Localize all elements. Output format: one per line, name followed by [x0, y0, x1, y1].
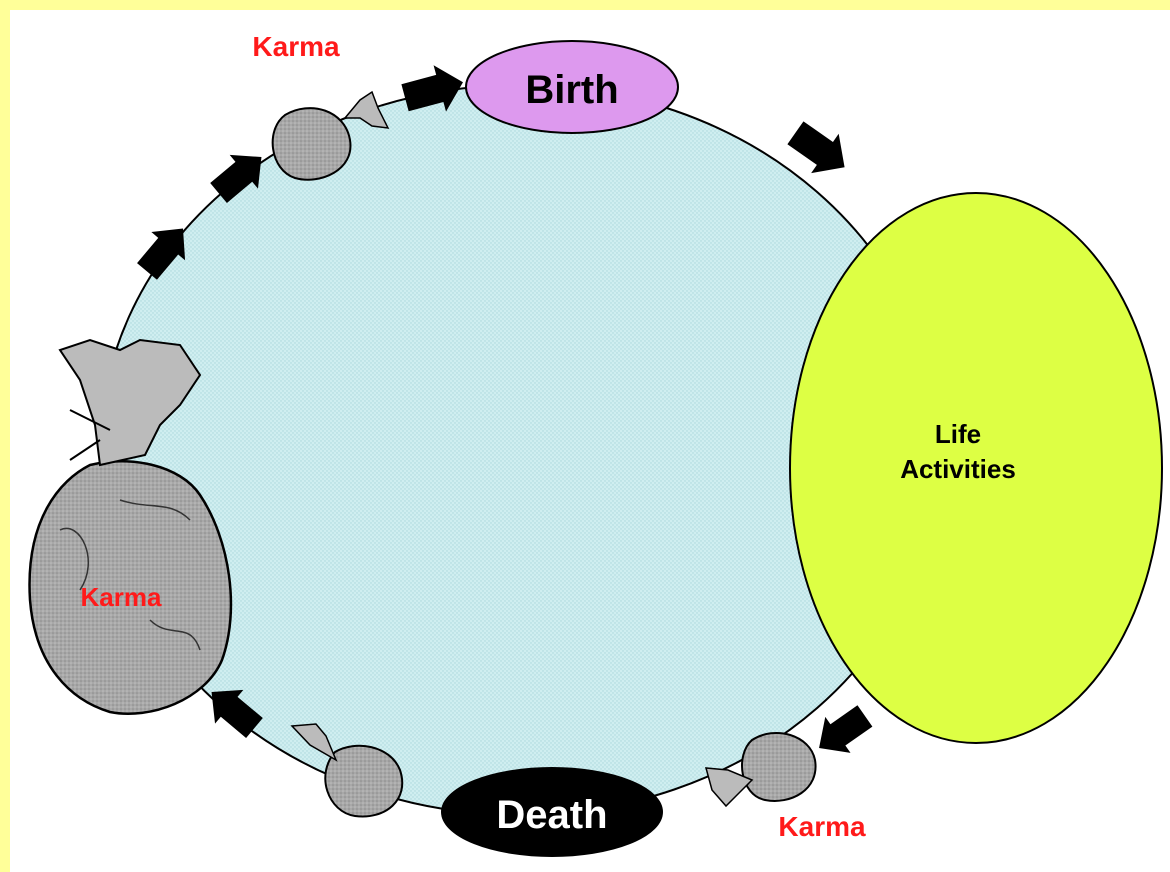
karma-label-bottom-right: Karma	[778, 811, 866, 842]
birth-label: Birth	[525, 68, 618, 112]
life-activities-node: Life Activities	[790, 193, 1162, 743]
life-activities-label-line1: Life	[935, 419, 981, 449]
death-node: Death	[442, 768, 662, 856]
death-label: Death	[496, 793, 607, 837]
karma-label-large-bag: Karma	[81, 582, 162, 612]
birth-node: Birth	[466, 41, 678, 133]
karma-label-top: Karma	[252, 31, 340, 62]
life-activities-label-line2: Activities	[900, 454, 1016, 484]
